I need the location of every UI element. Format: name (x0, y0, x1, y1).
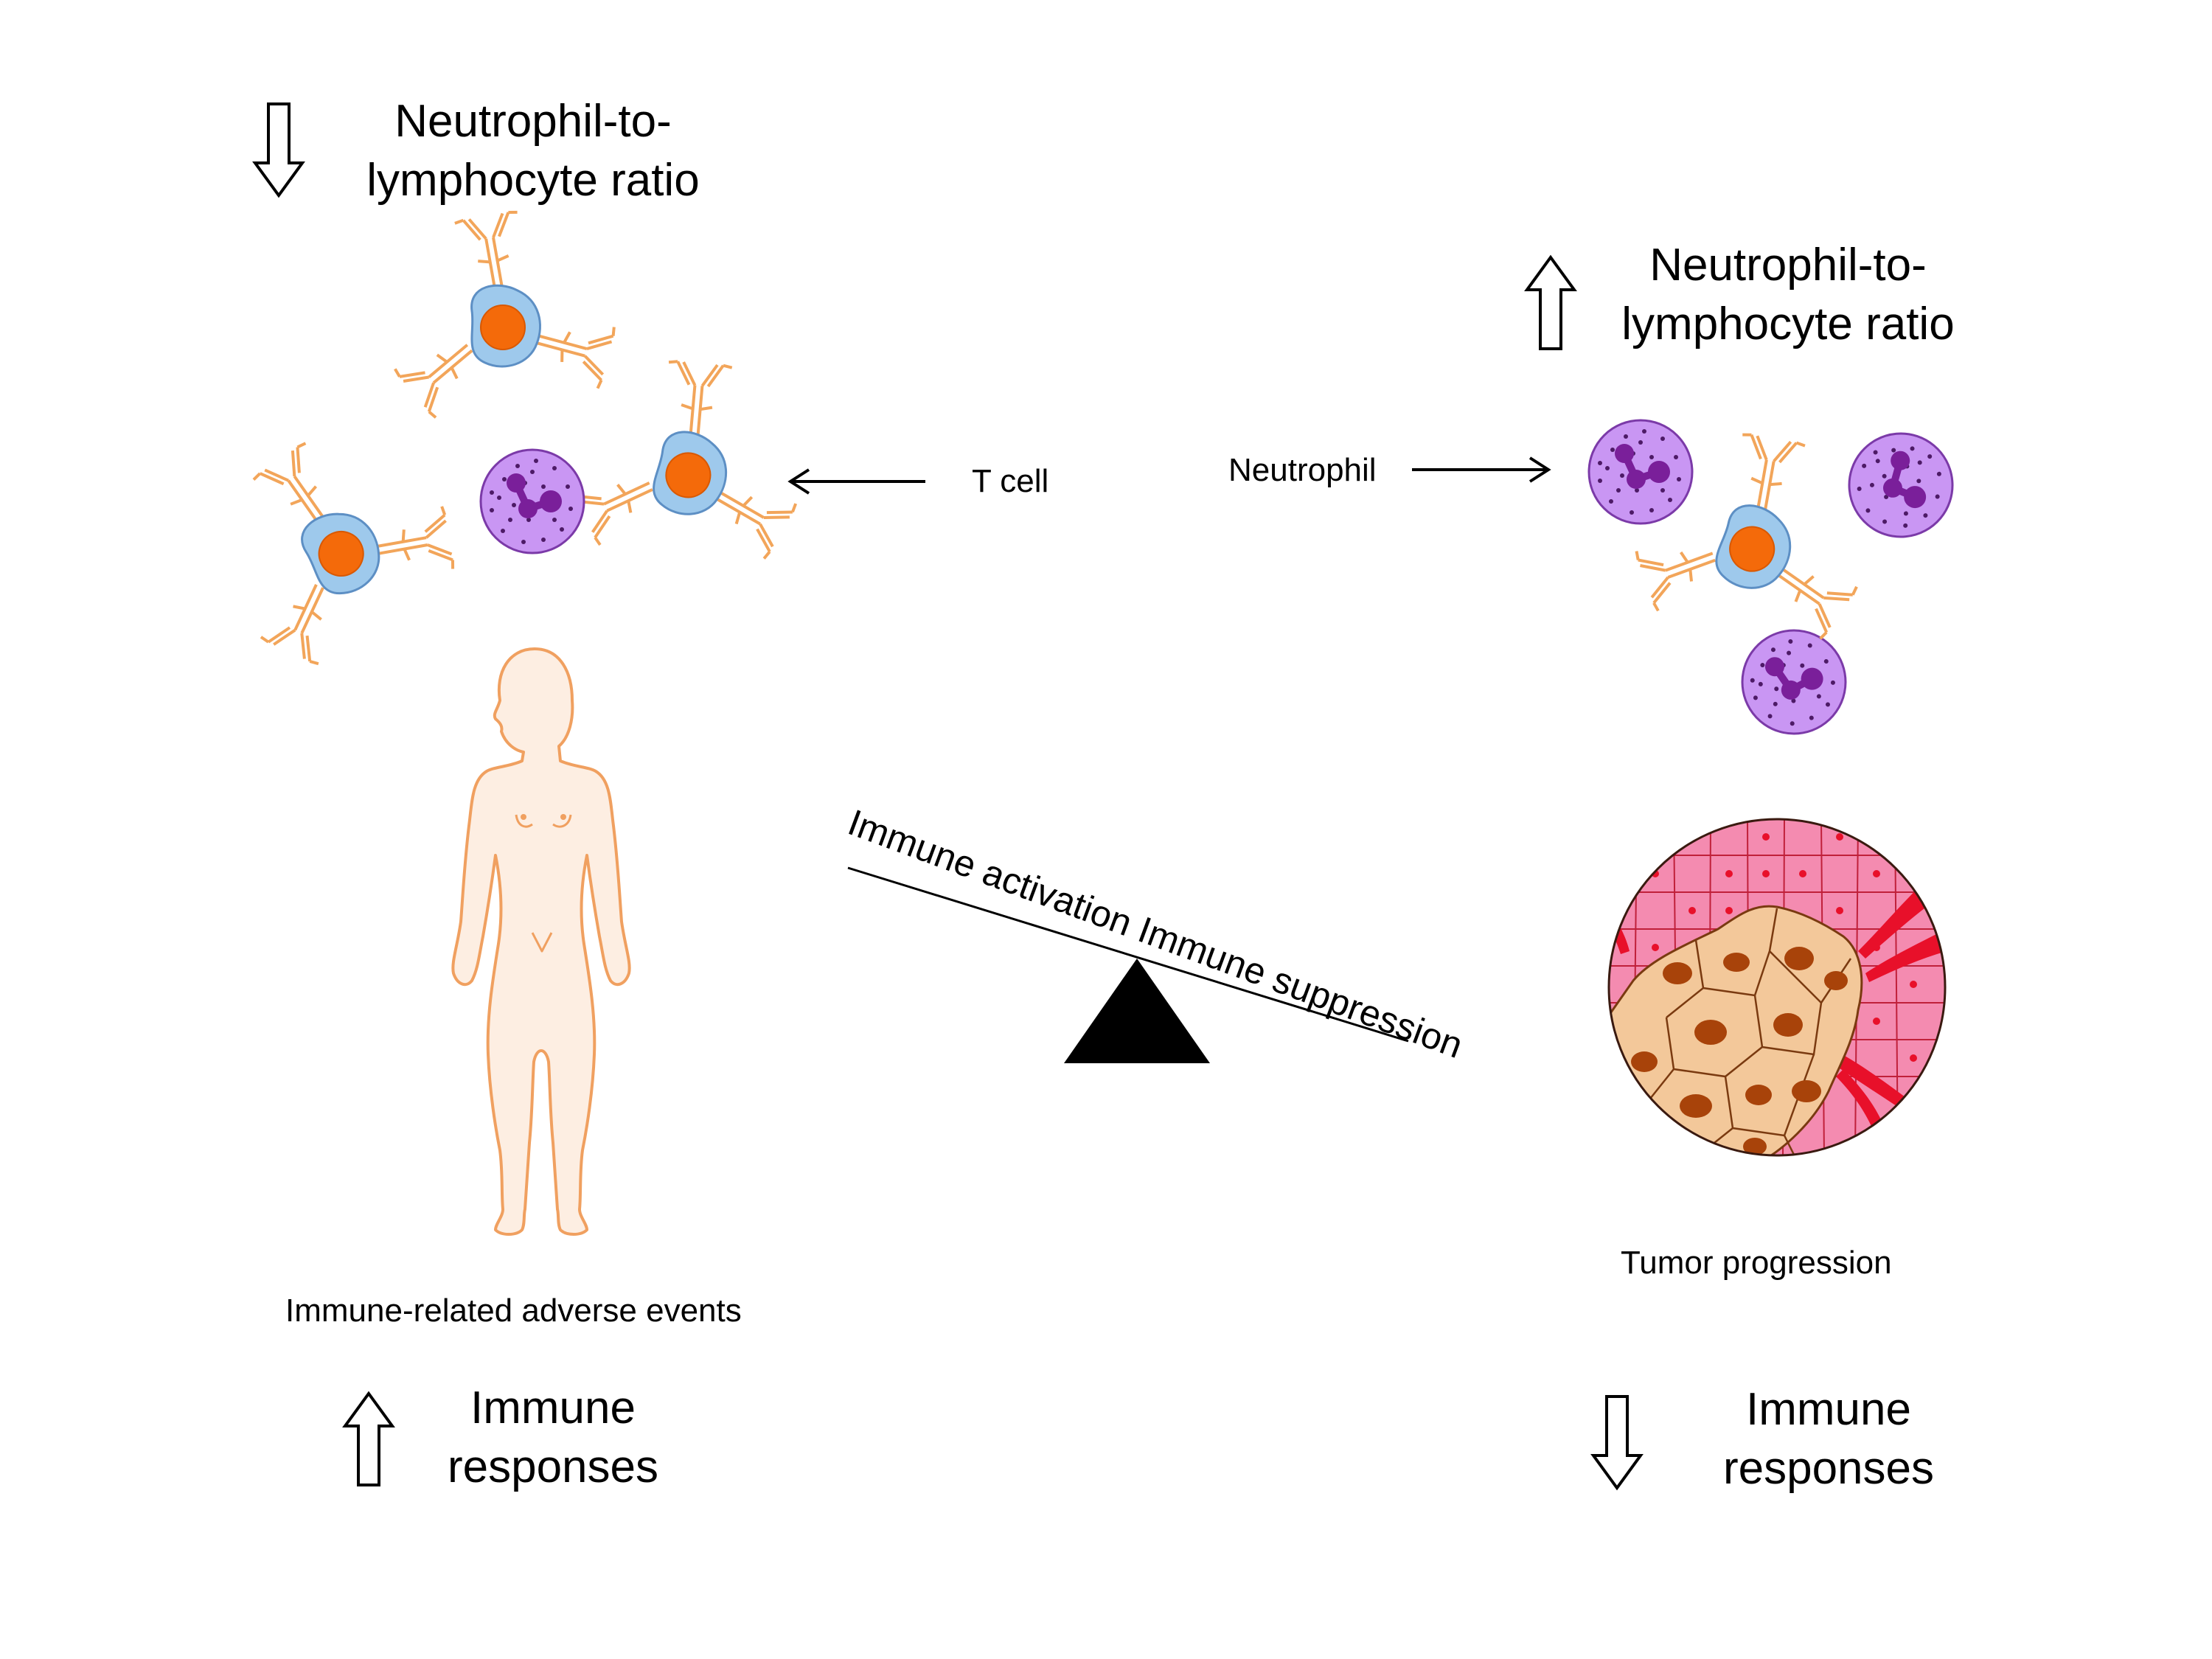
right-immune-responses-line2: responses (1722, 1443, 1935, 1494)
immune-increase-arrow (344, 1392, 394, 1486)
human-body-illustration (451, 647, 631, 1236)
t-cell (394, 211, 615, 419)
neutrophil-label: Neutrophil (1228, 452, 1377, 488)
right-nlr-label-line1: Neutrophil-to- (1649, 240, 1927, 291)
left-nlr-label-line1: Neutrophil-to- (394, 96, 672, 147)
left-nlr-label: Neutrophil-to- lymphocyte ratio (352, 92, 714, 210)
tumor-border (1607, 818, 1947, 1157)
neutrophil (1734, 622, 1854, 742)
tumor-progression-label: Tumor progression (1621, 1245, 1892, 1281)
nlr-decrease-arrow (254, 102, 304, 197)
left-nlr-label-line2: lymphocyte ratio (366, 155, 700, 206)
tumor-illustration (1609, 819, 1945, 1155)
neutrophil (481, 450, 584, 553)
left-immune-responses-label: Immune responses (413, 1379, 693, 1497)
right-immune-responses-label: Immune responses (1688, 1380, 1969, 1498)
right-nlr-label: Neutrophil-to- lymphocyte ratio (1607, 236, 1969, 354)
immune-related-adverse-events-label: Immune-related adverse events (285, 1293, 742, 1329)
right-nlr-label-line2: lymphocyte ratio (1621, 299, 1955, 349)
right-immune-responses-line1: Immune (1746, 1384, 1911, 1435)
neutrophil-pointer-arrow (1412, 456, 1551, 483)
left-immune-responses-line1: Immune (470, 1382, 636, 1433)
t-cell-label: T cell (972, 463, 1049, 499)
t-cell-pointer-arrow (787, 468, 925, 495)
immune-decrease-arrow (1592, 1395, 1642, 1489)
left-immune-responses-line2: responses (447, 1441, 659, 1492)
neutrophil (1828, 412, 1973, 557)
nlr-increase-arrow (1526, 256, 1576, 350)
balance-seesaw (847, 866, 1409, 1063)
neutrophil (1589, 420, 1692, 524)
t-cell (193, 400, 481, 682)
